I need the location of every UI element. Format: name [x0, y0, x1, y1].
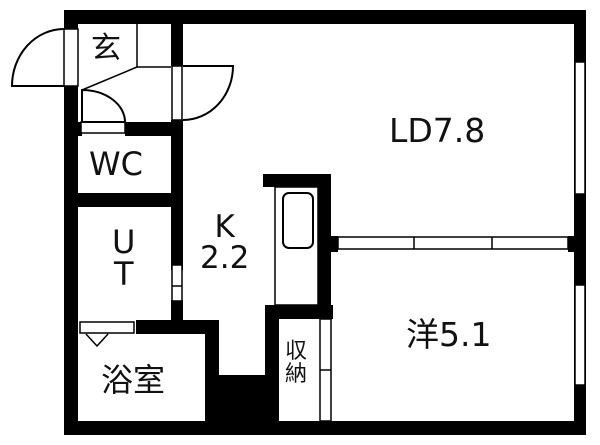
- utility-label-line1: U: [112, 223, 136, 261]
- door-bathroom[interactable]: [79, 321, 135, 348]
- room-label-wc: WC: [89, 145, 143, 183]
- entrance-step: [81, 24, 171, 91]
- closet-label-line1: 収: [285, 339, 308, 364]
- utility-label-line2: T: [113, 255, 134, 293]
- closet-label-line2: 納: [285, 362, 308, 388]
- sliding-door-ld-western[interactable]: [337, 236, 569, 250]
- window-western-right: [574, 284, 586, 386]
- room-label-closet: 収 納: [285, 340, 307, 386]
- room-label-western-room: 洋5.1: [406, 315, 492, 354]
- room-label-kitchen: K 2.2: [200, 212, 249, 274]
- room-label-utility: U T: [112, 226, 135, 290]
- kitchen-counter: [274, 186, 319, 306]
- window-ld-right: [574, 61, 586, 195]
- room-label-living-dining: LD7.8: [389, 111, 486, 150]
- entrance-door[interactable]: [10, 28, 79, 87]
- door-utility[interactable]: [171, 264, 183, 302]
- closet-doors[interactable]: [319, 318, 332, 422]
- room-label-entrance: 玄: [91, 31, 121, 66]
- door-wc[interactable]: [80, 88, 127, 134]
- door-entrance-ld[interactable]: [171, 65, 235, 121]
- kitchen-label-line2: 2.2: [200, 240, 250, 276]
- kitchen-label-line1: K: [214, 209, 235, 245]
- interior-walls: [78, 10, 576, 435]
- room-label-bathroom: 浴室: [101, 361, 166, 399]
